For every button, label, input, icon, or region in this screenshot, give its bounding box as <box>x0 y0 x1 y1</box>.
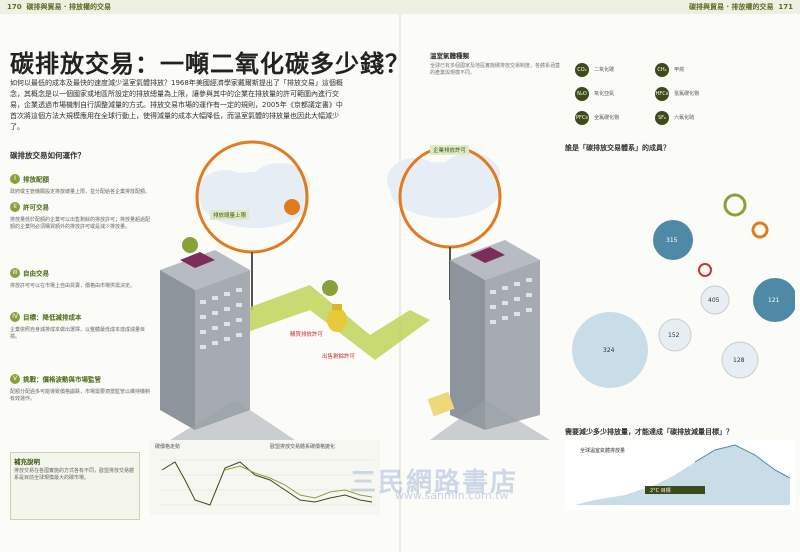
step-number: III <box>10 267 20 278</box>
cloud-right-label: 企業排放許可 <box>430 145 470 155</box>
note-box: 補充說明 排放交易在各國實施的方式各有不同，歐盟排放交易體系是目前全球規模最大的… <box>10 452 140 520</box>
ghg-name: 二氧化碳 <box>594 67 615 73</box>
header-bar: 170 碳排與貿易 · 排放權的交易 碳排與貿易 · 排放權的交易 171 <box>0 0 800 14</box>
band-label: 2°C 目標 <box>650 487 671 494</box>
ghg-item: CH₄ 甲烷 <box>655 56 684 77</box>
ghg-name: 氧化亞氮 <box>594 91 615 97</box>
intro-paragraph: 如何以最低的成本及最快的速度減少溫室氣體排放？1968年美國經濟學家戴爾斯提出了… <box>10 79 343 131</box>
step-title: 目標：降低減排成本 <box>23 313 82 322</box>
price-chart-note: 歐盟排放交易體系碳價格變化 <box>270 443 335 450</box>
bubble-value: 315 <box>666 237 678 244</box>
watermark-url: www.sanmin.com.tw <box>395 489 509 502</box>
cloud-left <box>197 163 310 228</box>
ghg-formula: N₂O <box>575 87 589 101</box>
emission-chart: 2°C 目標 全球溫室氣體排放量 <box>565 440 795 510</box>
page-title: 碳排放交易：一噸二氧化碳多少錢？ <box>10 50 410 78</box>
step-number: IV <box>10 311 20 322</box>
target-heading: 需要減少多少排放量，才能達成「碳排放減量目標」？ <box>565 428 733 436</box>
price-chart-title: 碳價格走勢 <box>155 443 180 450</box>
step-title: 排放配額 <box>23 175 49 184</box>
step-body: 政府或主管機關設定排放總量上限，並分配給各企業排放配額。 <box>10 189 151 195</box>
right-section-title: 碳排與貿易 · 排放權的交易 <box>688 3 774 11</box>
watermark: 三民網路書店 <box>350 468 519 498</box>
trade-path <box>215 285 430 360</box>
ghg-text-panel: 溫室氣體種類 全球已有多個國家及地區實施碳排放交易制度，各體系涵蓋的產業與規模不… <box>430 50 560 77</box>
bubble-value: 324 <box>603 347 615 354</box>
roman-marker-3 <box>322 280 338 296</box>
cloud-left-label: 排放總量上限 <box>210 210 250 220</box>
note-title: 補充說明 <box>14 458 40 466</box>
step-number: I <box>10 173 20 184</box>
step-title: 自由交易 <box>23 269 49 278</box>
ghg-formula: CO₂ <box>575 63 589 77</box>
bubble-value: 405 <box>708 297 720 304</box>
step-number: II <box>10 201 20 212</box>
bubble-value: 152 <box>668 332 680 339</box>
bubble-value: 121 <box>768 297 780 304</box>
ghg-body: 全球已有多個國家及地區實施碳排放交易制度，各體系涵蓋的產業與規模不同。 <box>430 63 561 76</box>
ghg-grid: CO₂ 二氧化碳 CH₄ 甲烷 N₂O 氧化亞氮 HFCs 氫氟碳化物 PFCs… <box>575 52 800 134</box>
bubble-value: 128 <box>733 357 745 364</box>
price-chart: 碳價格走勢 歐盟排放交易體系碳價格變化 <box>150 440 380 515</box>
right-page-number: 171 <box>778 3 793 11</box>
page-gutter <box>399 14 401 552</box>
carbon-trade-illustration <box>160 140 550 440</box>
ghg-item: HFCs 氫氟碳化物 <box>655 80 699 101</box>
roman-marker-2 <box>182 237 198 253</box>
ghg-formula: HFCs <box>655 87 669 101</box>
cloud-right <box>387 153 500 218</box>
left-page-number: 170 <box>7 3 22 11</box>
ghg-item: SF₆ 六氟化硫 <box>655 104 694 125</box>
members-heading: 誰是「碳排放交易體系」的成員？ <box>565 144 670 152</box>
ghg-name: 甲烷 <box>674 67 685 73</box>
ghg-name: 全氟碳化物 <box>594 115 620 121</box>
how-heading: 碳排放交易如何運作？ <box>10 151 85 160</box>
sell-label: 出售剩餘許可 <box>322 354 356 360</box>
left-section-title: 碳排與貿易 · 排放權的交易 <box>26 3 112 11</box>
step-title: 許可交易 <box>23 203 49 212</box>
ghg-formula: SF₆ <box>655 111 669 125</box>
step-title: 挑戰：價格波動與市場監管 <box>23 375 101 384</box>
building-right <box>450 240 540 430</box>
step-number: V <box>10 373 20 384</box>
ghg-heading: 溫室氣體種類 <box>430 52 469 60</box>
step-body: 排放量低於配額的企業可以出售剩餘的排放許可；排放量超過配額的企業則必須購買額外的… <box>10 217 151 230</box>
ghg-item: N₂O 氧化亞氮 <box>575 80 614 101</box>
ghg-formula: PFCs <box>575 111 589 125</box>
ghg-item: CO₂ 二氧化碳 <box>575 56 614 77</box>
step-body: 排放許可可以在市場上自由買賣，價格由市場供需決定。 <box>10 283 136 289</box>
ghg-item: PFCs 全氟碳化物 <box>575 104 619 125</box>
step-body: 配額分配過多可能導致價格崩跌，市場需要適當監管以維持機制有效運作。 <box>10 389 151 402</box>
emission-chart-title: 全球溫室氣體排放量 <box>580 447 625 454</box>
building-left <box>160 250 250 430</box>
money-bag-icon <box>327 304 347 332</box>
left-page-header: 170 碳排與貿易 · 排放權的交易 <box>7 2 111 12</box>
buy-label: 購買排放許可 <box>290 332 324 338</box>
ghg-name: 氫氟碳化物 <box>674 91 700 97</box>
members-bubble-chart: 315 405 128 121 152 324 <box>572 193 795 388</box>
note-body: 排放交易在各國實施的方式各有不同，歐盟排放交易體系是目前全球規模最大的碳市場。 <box>14 468 135 481</box>
step-body: 企業依照自身減排成本做出選擇，以整體最低成本達成減量目標。 <box>10 327 146 340</box>
ghg-name: 六氟化硫 <box>674 115 695 121</box>
ghg-formula: CH₄ <box>655 63 669 77</box>
permit-document-icon <box>427 391 455 417</box>
roman-marker-1 <box>284 199 300 215</box>
right-page-header: 碳排與貿易 · 排放權的交易 171 <box>689 2 793 12</box>
